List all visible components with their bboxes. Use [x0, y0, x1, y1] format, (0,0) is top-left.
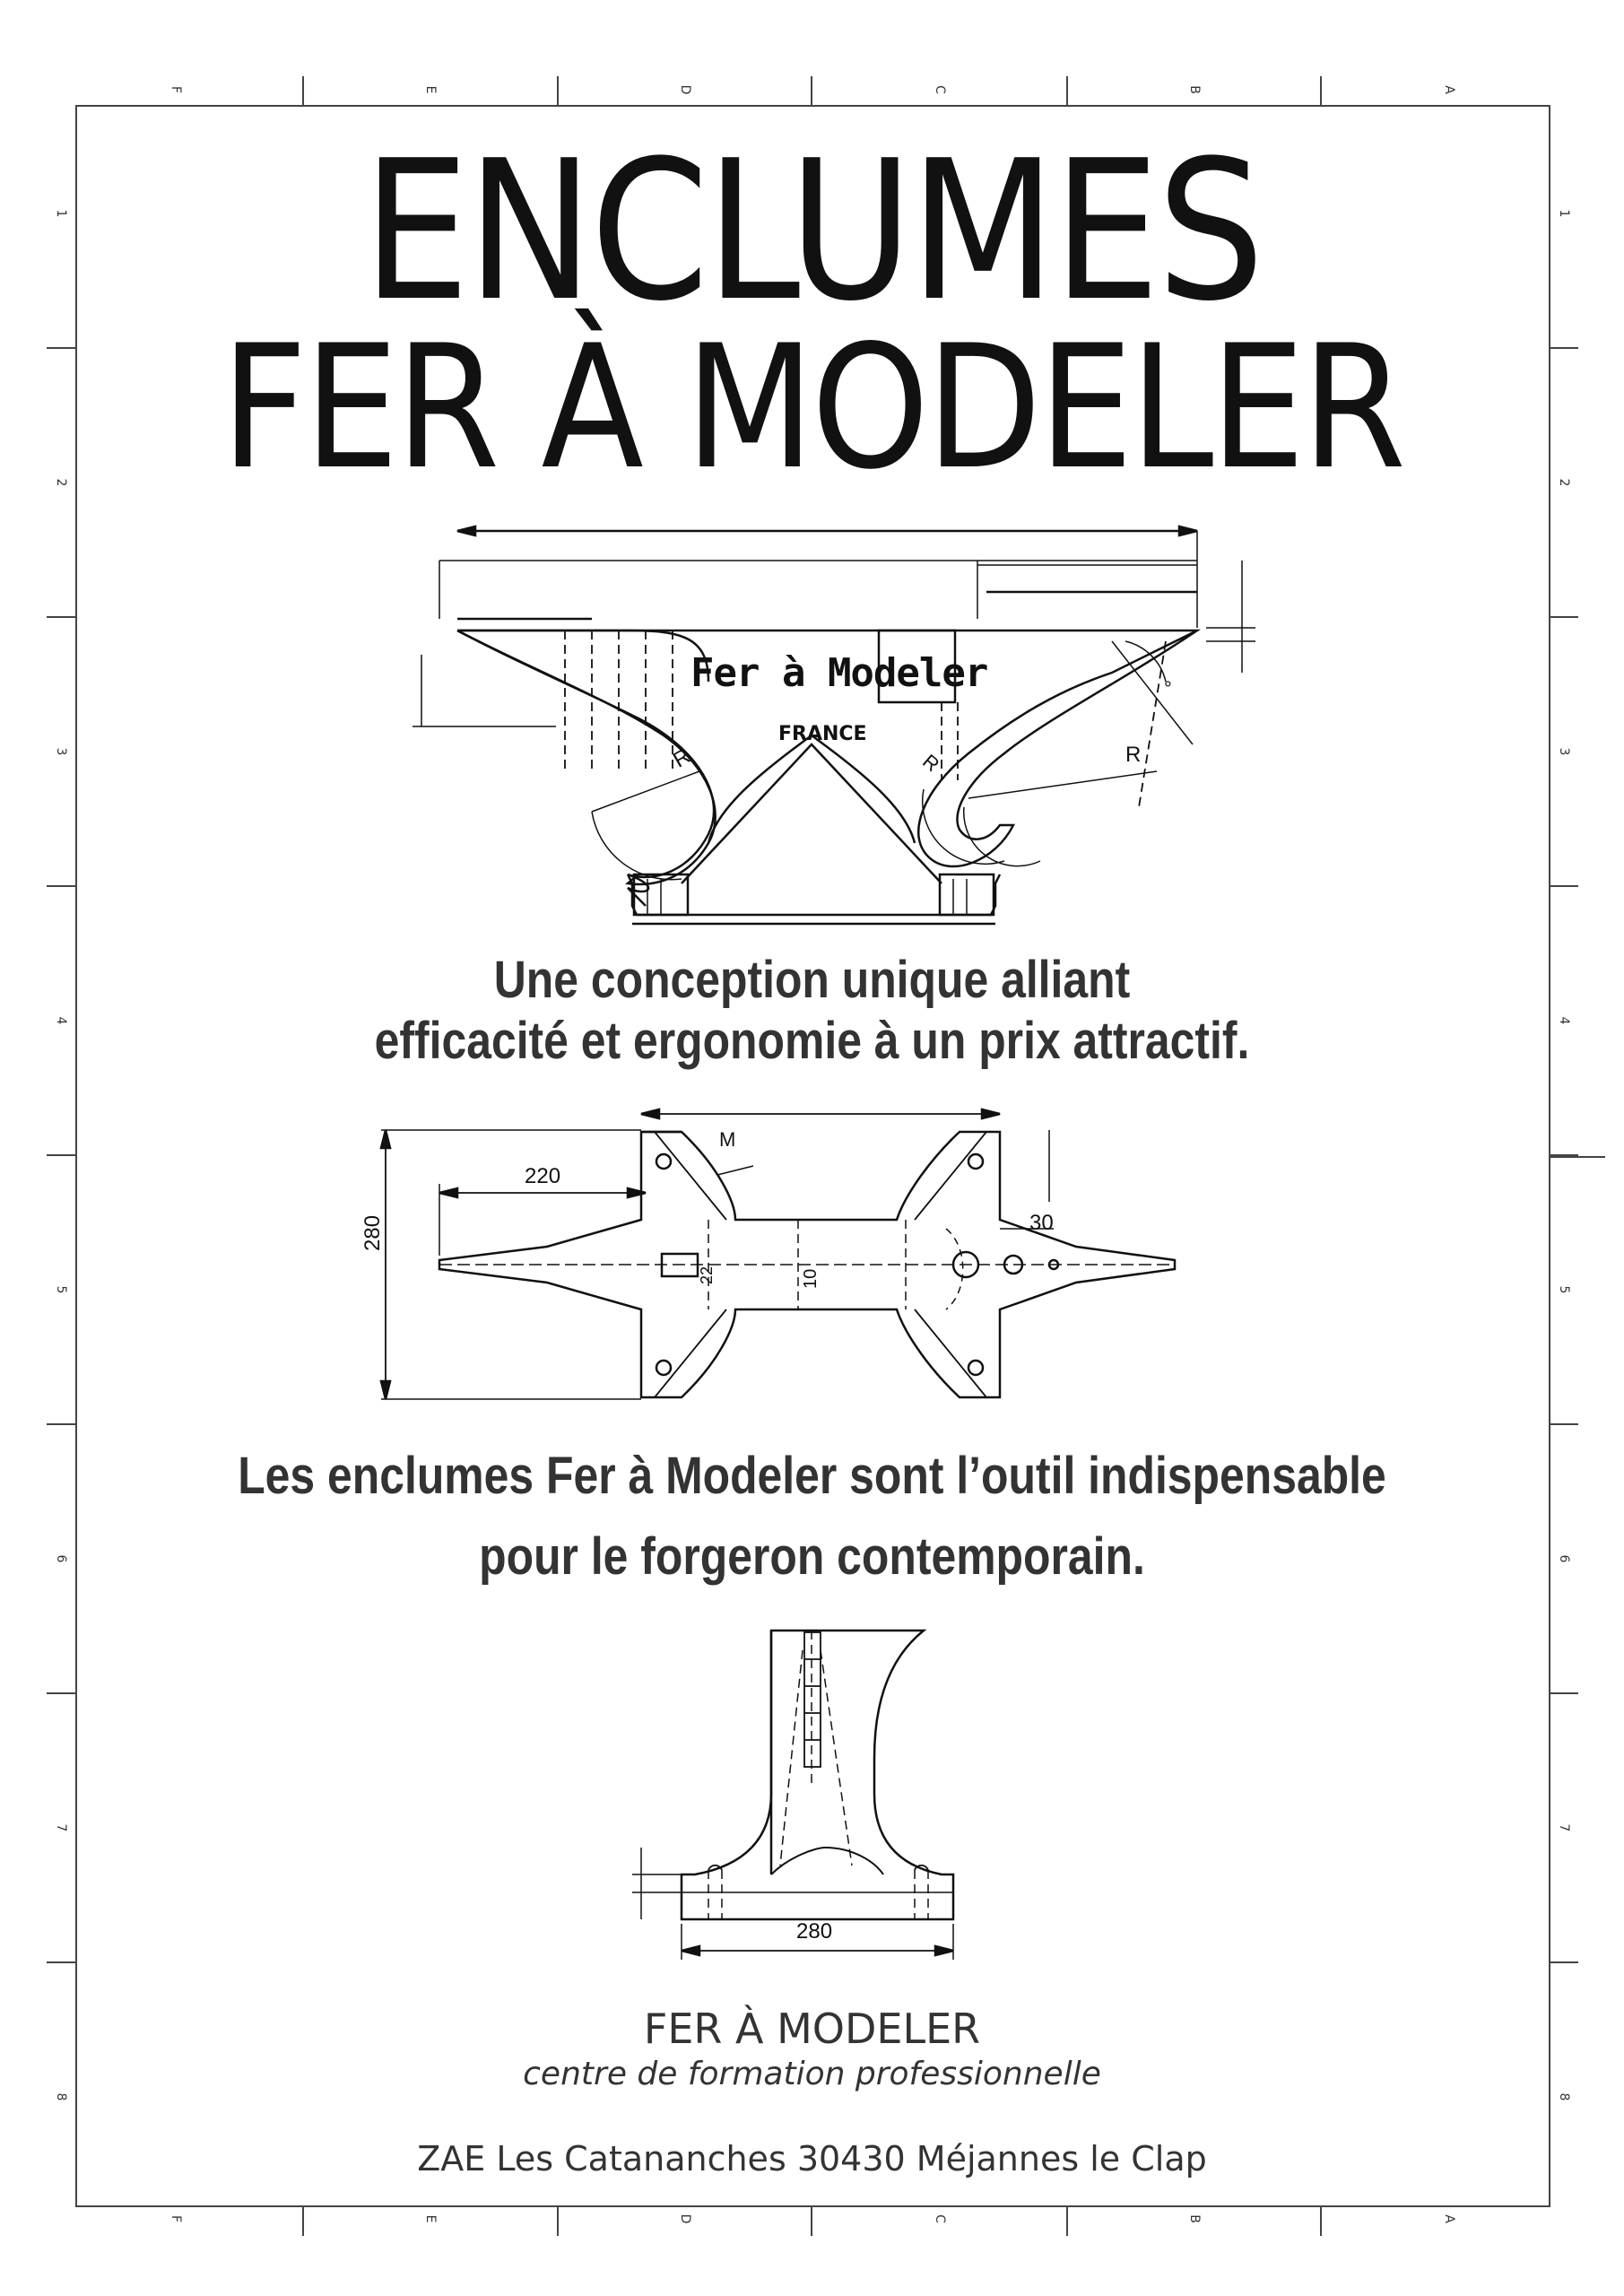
dim-base-label: 280: [796, 1919, 833, 1944]
footer-address: ZAE Les Catananches 30430 Méjannes le Cl…: [417, 2139, 1207, 2179]
footer-subtitle: centre de formation professionnelle: [523, 2056, 1101, 2092]
tagline-2-line-2: pour le forgeron contemporain.: [479, 1527, 1145, 1586]
dim-length-label: 220: [525, 1164, 561, 1188]
title-line-1: ENCLUMES: [362, 118, 1264, 344]
title-line-2: FER À MODELER: [221, 309, 1406, 507]
tagline-1-line-2: efficacité et ergonomie à un prix attrac…: [374, 1012, 1250, 1070]
radius-label: R: [1125, 743, 1142, 767]
anvil-stamp-country: FRANCE: [778, 723, 867, 745]
tagline-2-line-1: Les enclumes Fer à Modeler sont l’outil …: [238, 1447, 1386, 1505]
anvil-stamp-brand: Fer à Modeler: [690, 650, 988, 696]
tagline-1-line-1: Une conception unique alliant: [493, 951, 1131, 1009]
dim-30-label: 30: [1029, 1211, 1054, 1235]
dim-m-label: M: [719, 1128, 736, 1151]
angle-label: °: [1164, 677, 1172, 700]
footer-brand: FER À MODELER: [643, 2005, 981, 2053]
